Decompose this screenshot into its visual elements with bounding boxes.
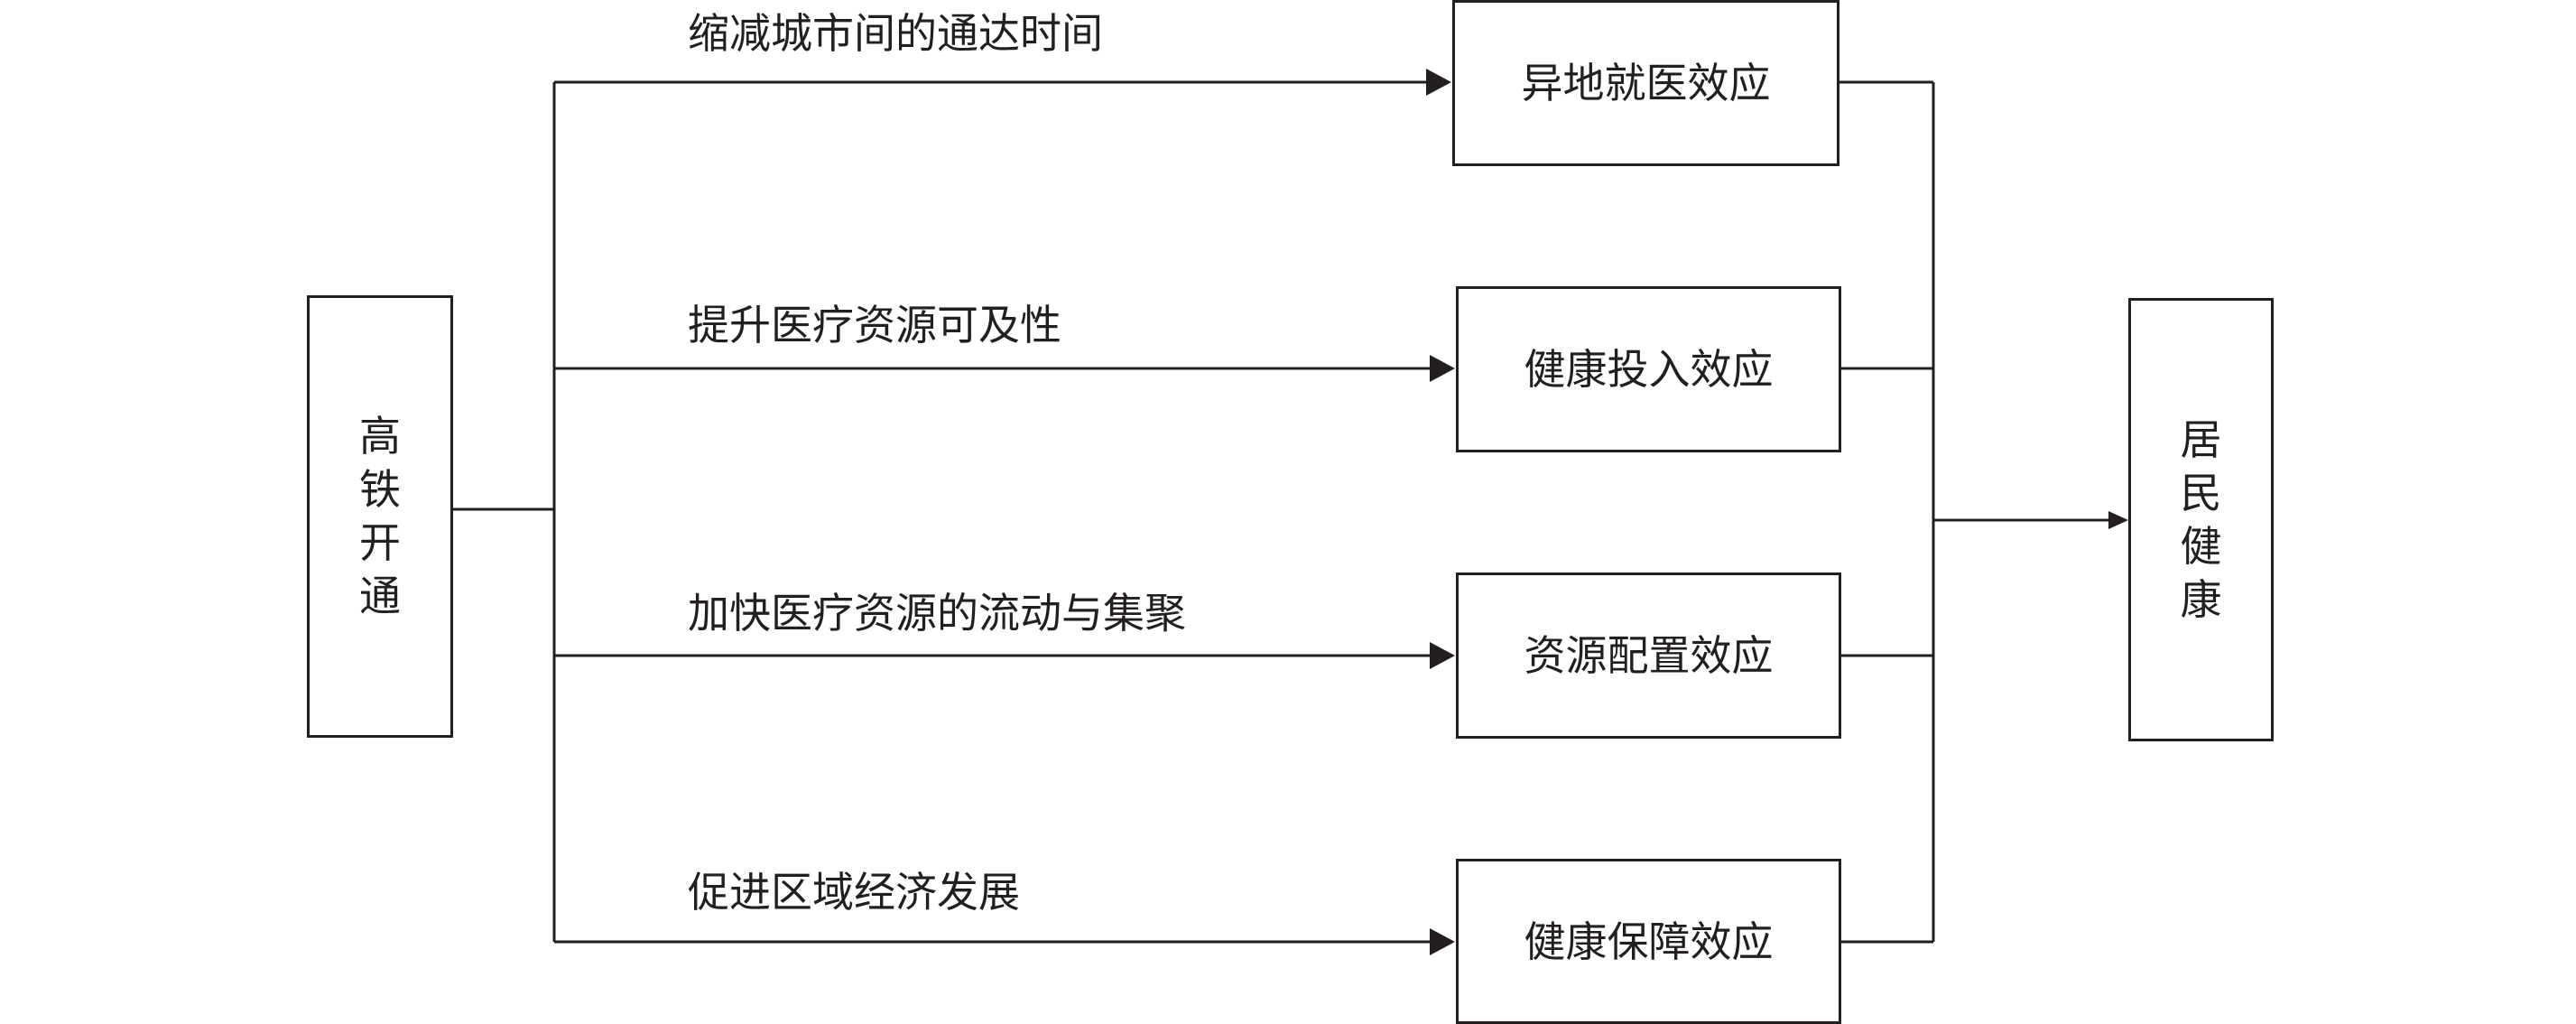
target-node-char: 康 bbox=[2180, 574, 2222, 624]
target-node-char: 居 bbox=[2180, 414, 2222, 464]
path-label-2: 提升医疗资源可及性 bbox=[688, 301, 1061, 349]
target-node-char: 民 bbox=[2180, 468, 2222, 517]
source-node-box: 高 铁 开 通 bbox=[307, 295, 453, 738]
effect-box-4: 健康保障效应 bbox=[1456, 859, 1841, 1024]
arrowhead-3 bbox=[1430, 642, 1455, 669]
source-node-char: 通 bbox=[359, 572, 401, 620]
arrowhead-output bbox=[2108, 511, 2128, 529]
source-node-char: 开 bbox=[359, 518, 401, 567]
source-node-char: 高 bbox=[359, 412, 401, 461]
effect-label-4: 健康保障效应 bbox=[1524, 917, 1774, 966]
arrowhead-2 bbox=[1430, 355, 1455, 382]
effect-box-2: 健康投入效应 bbox=[1456, 286, 1841, 452]
arrowhead-1 bbox=[1426, 69, 1451, 96]
path-label-1: 缩减城市间的通达时间 bbox=[688, 9, 1103, 58]
path-label-4: 促进区域经济发展 bbox=[688, 868, 1020, 917]
effect-box-3: 资源配置效应 bbox=[1456, 573, 1841, 739]
effect-label-2: 健康投入效应 bbox=[1524, 345, 1774, 394]
arrowhead-4 bbox=[1430, 928, 1455, 955]
path-label-3: 加快医疗资源的流动与集聚 bbox=[688, 589, 1186, 638]
target-node-box: 居 民 健 康 bbox=[2128, 298, 2274, 741]
source-node-char: 铁 bbox=[359, 465, 401, 514]
effect-label-1: 异地就医效应 bbox=[1521, 59, 1771, 107]
effect-label-3: 资源配置效应 bbox=[1524, 631, 1774, 680]
target-node-char: 健 bbox=[2180, 521, 2222, 571]
effect-box-1: 异地就医效应 bbox=[1452, 0, 1839, 166]
